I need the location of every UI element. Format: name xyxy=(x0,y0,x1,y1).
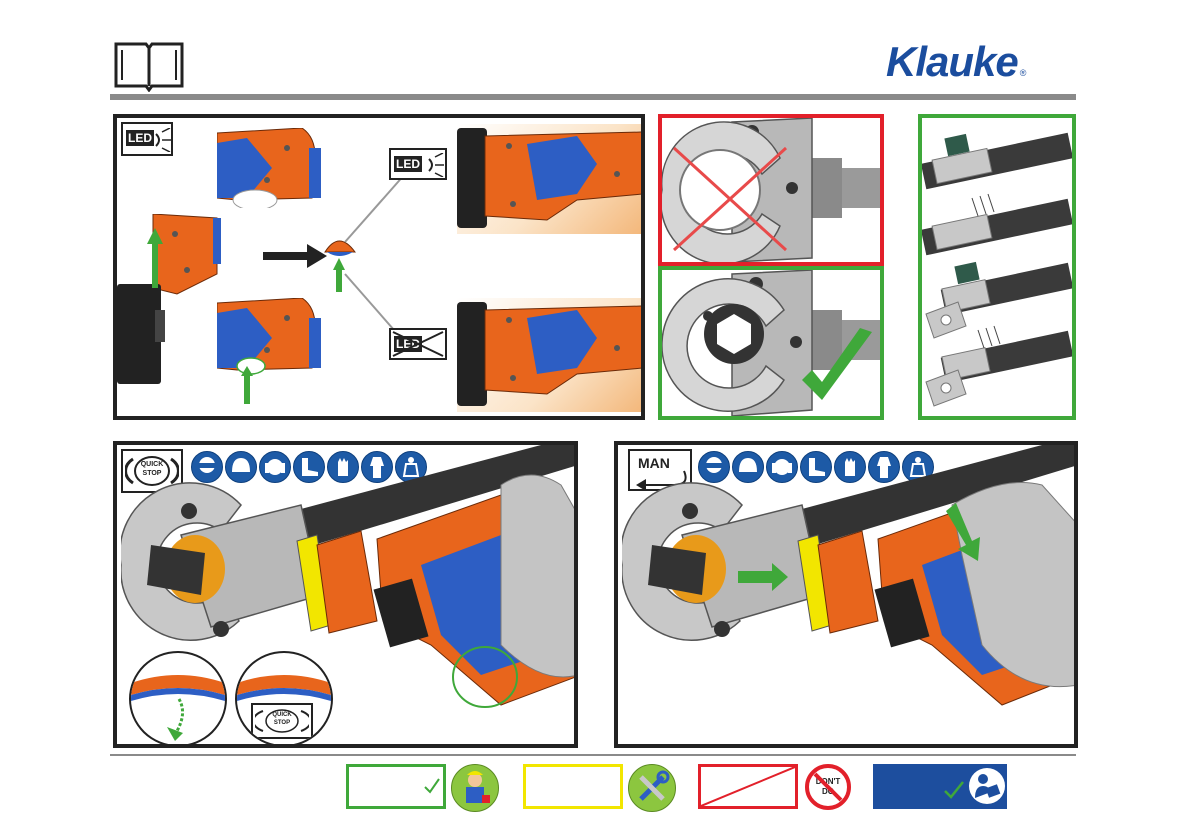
brand-name: Klauke xyxy=(886,38,1018,86)
cable-lug-panel xyxy=(918,114,1076,420)
crimp-head-correct-illustration xyxy=(662,270,880,416)
manual-mode-panel: MAN xyxy=(614,441,1078,748)
brand-logo: Klauke ® xyxy=(886,38,1026,86)
quickstop-inset-line-1: QUICK xyxy=(253,711,311,719)
light-rays-icon xyxy=(427,153,445,177)
tools-icon xyxy=(628,764,676,812)
legend-instruction-box xyxy=(873,764,1007,809)
led-on-badge: LED xyxy=(389,148,447,180)
footer-rule xyxy=(110,754,1076,756)
light-rays-icon xyxy=(154,128,172,152)
read-manual-icon xyxy=(969,768,1005,804)
led-panel: LED xyxy=(113,114,645,420)
quickstop-inset-1 xyxy=(129,651,227,747)
led-badge-top: LED xyxy=(121,122,173,156)
tool-lit-illustration xyxy=(457,124,643,234)
header-rule xyxy=(110,94,1076,100)
tool-head-illustration-bottom xyxy=(217,298,327,408)
legend-maintenance-box xyxy=(523,764,623,809)
diagonal-strike-icon xyxy=(701,767,795,806)
cable-lugs-illustration xyxy=(922,118,1072,416)
quickstop-inset-2: QUICK STOP xyxy=(235,651,333,747)
quickstop-inset-line-2: STOP xyxy=(253,719,311,727)
crimp-head-wrong-illustration xyxy=(662,118,880,262)
legend-ok-box xyxy=(346,764,446,809)
crimping-tool-manual-illustration xyxy=(622,445,1078,745)
arrow-right-icon xyxy=(263,244,327,268)
prohibition-slash-icon xyxy=(809,768,847,806)
cross-out-icon xyxy=(391,330,445,358)
tool-unlit-illustration xyxy=(457,298,643,412)
check-icon xyxy=(943,780,965,800)
tool-head-illustration xyxy=(217,128,327,208)
led-off-badge: LED xyxy=(389,328,447,360)
technician-icon xyxy=(451,764,499,812)
tool-battery-illustration xyxy=(117,214,221,414)
brand-registered-mark: ® xyxy=(1020,68,1027,78)
branch-arrows xyxy=(339,162,411,348)
dont-do-icon: DON'T DO xyxy=(805,764,851,810)
wrong-insert-panel xyxy=(658,114,884,266)
correct-insert-panel xyxy=(658,266,884,420)
manual-book-icon xyxy=(108,36,190,92)
quickstop-panel: QUICK STOP xyxy=(113,441,578,748)
quickstop-inset-badge: QUICK STOP xyxy=(251,703,313,739)
legend-forbidden-box xyxy=(698,764,798,809)
check-icon xyxy=(423,777,441,795)
